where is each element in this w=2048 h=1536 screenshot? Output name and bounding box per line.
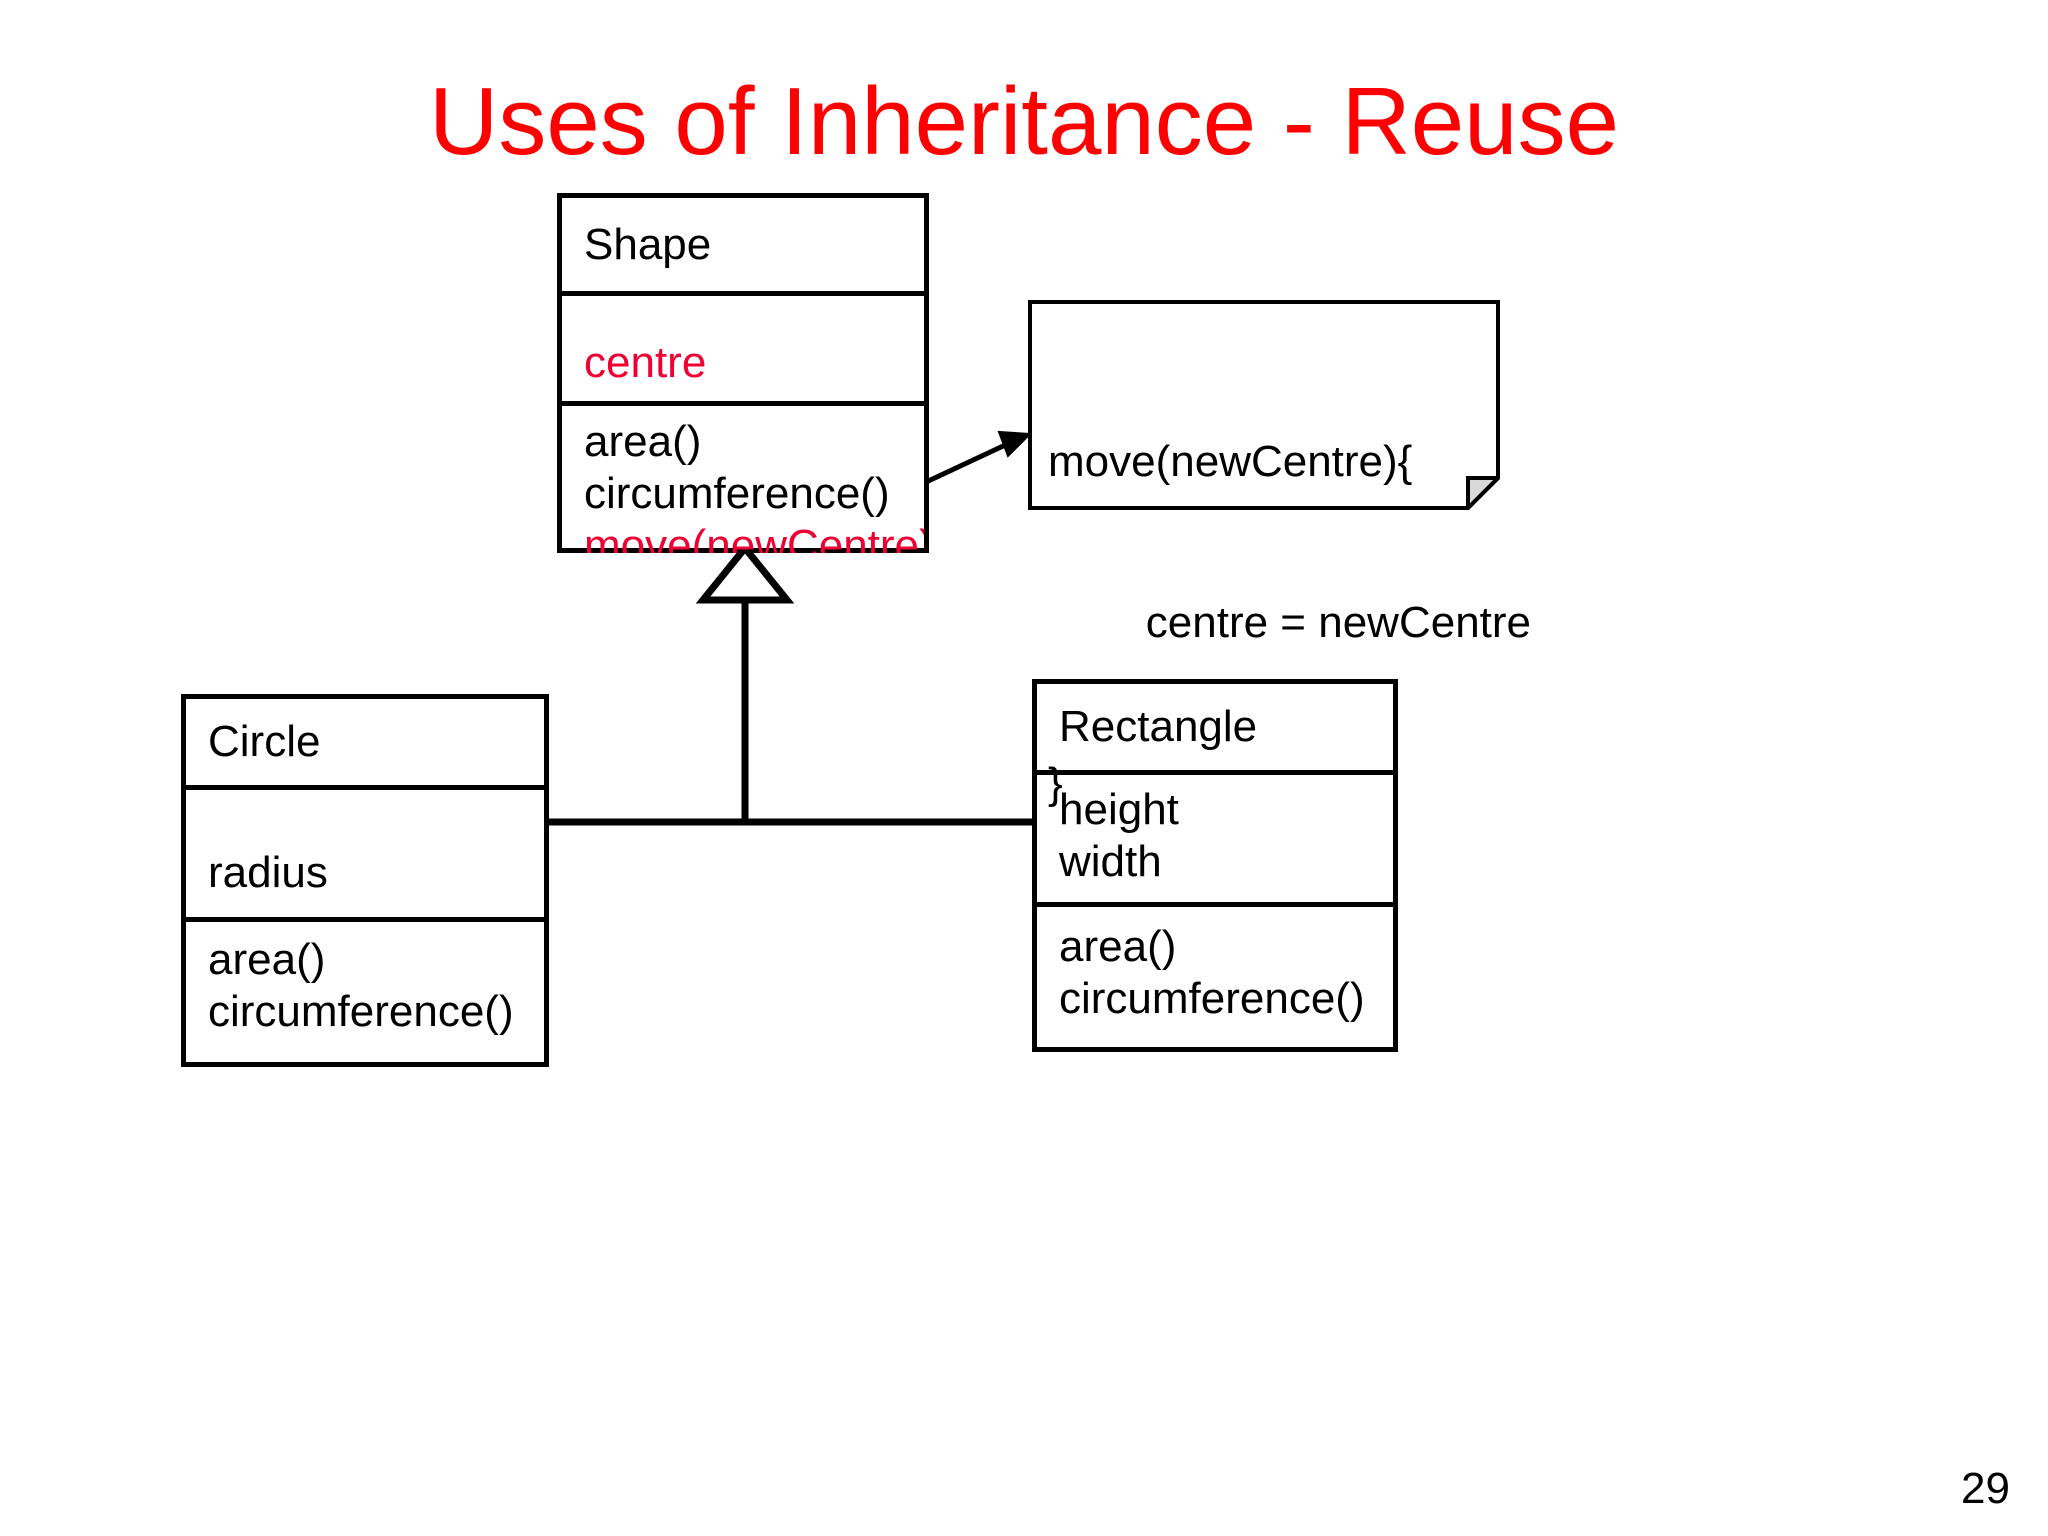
- uml-class-shape[interactable]: Shape centre area() circumference() move…: [557, 193, 929, 553]
- attribute-width: width: [1059, 837, 1162, 887]
- operation-circumference: circumference(): [584, 468, 890, 518]
- operation-area: area(): [1059, 922, 1177, 971]
- attribute-height: height: [1059, 785, 1179, 835]
- operation-area: area(): [208, 935, 326, 984]
- class-name-shape: Shape: [584, 219, 712, 269]
- class-attributes-shape: centre: [562, 291, 924, 401]
- note-line-3: }: [1048, 759, 1063, 809]
- uml-class-rectangle[interactable]: Rectangle height width area() circumfere…: [1032, 679, 1398, 1052]
- operation-circumference: circumference(): [1059, 973, 1365, 1023]
- uml-class-circle[interactable]: Circle radius area() circumference(): [181, 694, 549, 1067]
- class-attributes-rectangle: height width: [1037, 770, 1393, 902]
- generalization-triangle: [695, 542, 795, 604]
- class-operations-rectangle: area() circumference(): [1037, 902, 1393, 1052]
- class-operations-shape: area() circumference() move(newCentre): [562, 401, 924, 553]
- note-anchor-arrowhead: [997, 430, 1033, 458]
- page-title: Uses of Inheritance - Reuse: [429, 68, 1619, 175]
- class-name-rectangle: Rectangle: [1059, 702, 1258, 752]
- class-operations-circle: area() circumference(): [186, 917, 544, 1067]
- page-number: 29: [1961, 1464, 2010, 1513]
- operation-move: move(newCentre): [584, 520, 924, 553]
- uml-note[interactable]: move(newCentre){ centre = newCentre }: [1028, 300, 1531, 808]
- operation-circumference: circumference(): [208, 986, 514, 1036]
- attribute-radius: radius: [208, 848, 328, 898]
- class-attributes-circle: radius: [186, 785, 544, 917]
- note-body: move(newCentre){ centre = newCentre }: [1048, 328, 1532, 918]
- note-line-2: centre = newCentre: [1048, 598, 1532, 648]
- note-shape: [1028, 300, 1500, 510]
- attribute-centre: centre: [584, 338, 707, 388]
- operation-area: area(): [584, 417, 702, 466]
- class-name-circle: Circle: [208, 717, 321, 767]
- note-line-1: move(newCentre){: [1048, 437, 1413, 487]
